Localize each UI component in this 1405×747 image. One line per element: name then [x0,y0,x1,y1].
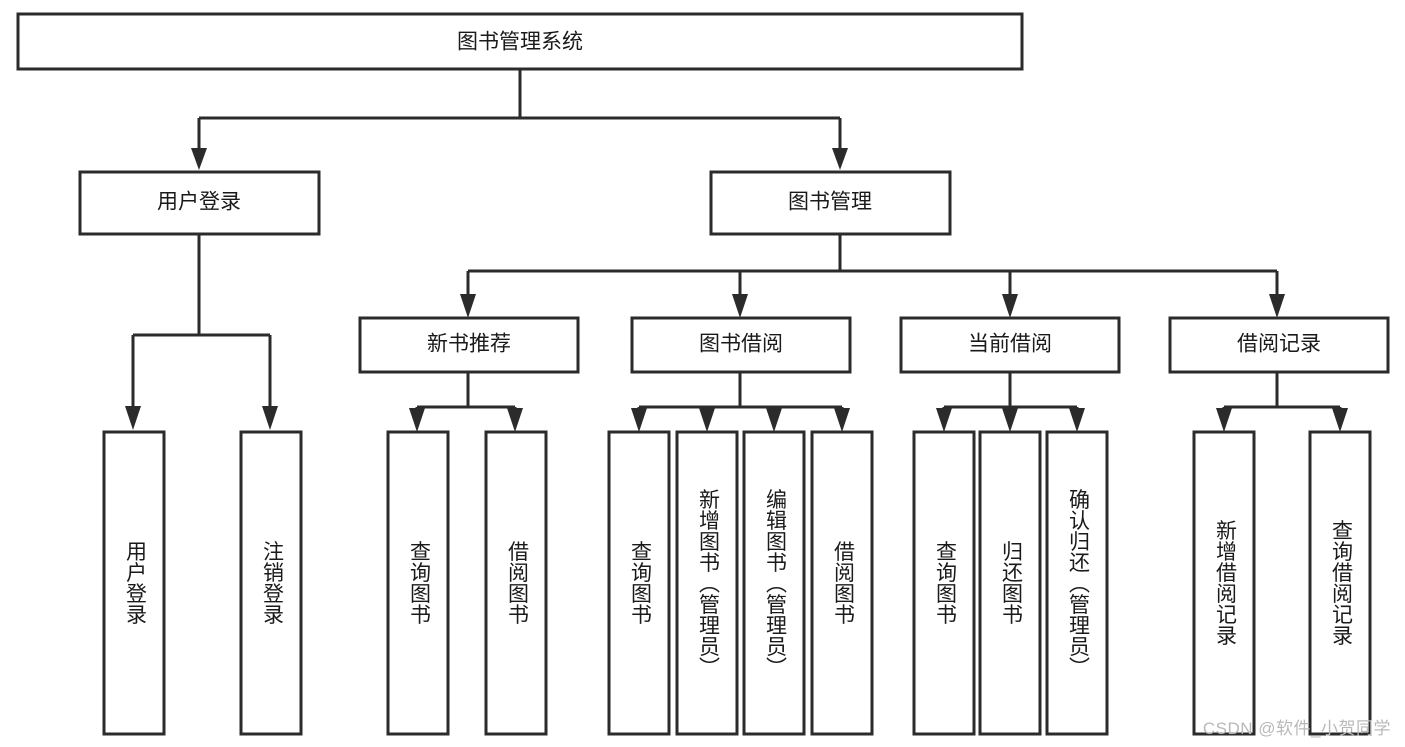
leaf-user-login-label: 用户登录 [123,541,147,625]
leaf-node[interactable]: 查询图书 [912,430,976,736]
leaf-add-book-label: 新增图书（管理员） [696,489,720,678]
arrow-new-book-leaf-1 [409,408,425,432]
leaf-query-book-3-box[interactable] [912,430,976,736]
user-login-label: 用户登录 [157,191,241,214]
user-login-box[interactable] [78,170,321,236]
leaf-borrow-book-1-label: 借阅图书 [505,541,529,625]
new-book-recommend-box[interactable] [358,316,580,374]
arrow-to-new-book [460,294,476,318]
node-book-manage[interactable]: 图书管理 [709,170,952,236]
root-label: 图书管理系统 [457,31,583,54]
leaf-query-book-1-label: 查询图书 [407,541,431,625]
leaf-node[interactable]: 查询借阅记录 [1308,430,1372,736]
leaf-logout-login-box[interactable] [239,430,303,736]
arrow-user-login-leaf-1 [125,406,141,430]
leaf-query-record-box[interactable] [1308,430,1372,736]
borrow-record-label: 借阅记录 [1237,333,1321,356]
arrow-user-login-leaf-2 [262,406,278,430]
leaf-query-book-2-box[interactable] [607,430,671,736]
leaf-add-record-label: 新增借阅记录 [1213,520,1237,646]
leaf-return-book-label: 归还图书 [999,541,1023,625]
leaf-borrow-book-2-label: 借阅图书 [831,541,855,625]
leaf-node[interactable]: 编辑图书（管理员） [742,430,806,736]
leaf-return-book-box[interactable] [978,430,1042,736]
leaf-node[interactable]: 查询图书 [386,430,450,736]
leaf-add-record-box[interactable] [1192,430,1256,736]
arrow-book-borrow-leaf-4 [834,408,850,432]
borrow-record-box[interactable] [1168,316,1390,374]
leaf-borrow-book-1-box[interactable] [484,430,548,736]
leaf-node[interactable]: 借阅图书 [484,430,548,736]
node-current-borrow[interactable]: 当前借阅 [899,316,1121,374]
book-borrow-label: 图书借阅 [699,333,783,356]
leaf-node[interactable]: 借阅图书 [810,430,874,736]
node-root[interactable]: 图书管理系统 [16,12,1024,71]
arrow-current-borrow-leaf-3 [1069,408,1085,432]
leaf-edit-book-box[interactable] [742,430,806,736]
arrow-current-borrow-leaf-1 [936,408,952,432]
leaf-node[interactable]: 用户登录 [102,430,166,736]
leaf-user-login-box[interactable] [102,430,166,736]
leaf-query-book-1-box[interactable] [386,430,450,736]
arrow-new-book-leaf-2 [507,408,523,432]
leaf-node[interactable]: 归还图书 [978,430,1042,736]
node-user-login[interactable]: 用户登录 [78,170,321,236]
leaf-logout-login-label: 注销登录 [260,541,284,625]
connector-layer [125,69,1348,432]
book-borrow-box[interactable] [630,316,852,374]
arrow-book-borrow-leaf-2 [699,408,715,432]
csdn-watermark: CSDN @软件_小贺同学 [1202,719,1391,738]
arrow-to-book-borrow [732,294,748,318]
current-borrow-box[interactable] [899,316,1121,374]
leaf-edit-book-label: 编辑图书（管理员） [763,489,787,678]
leaf-query-book-3-label: 查询图书 [933,541,957,625]
root-box[interactable] [16,12,1024,71]
leaf-query-book-2-label: 查询图书 [628,541,652,625]
node-new-book-recommend[interactable]: 新书推荐 [358,316,580,374]
arrow-borrow-record-leaf-2 [1332,408,1348,432]
leaf-query-record-label: 查询借阅记录 [1329,520,1353,646]
leaf-node[interactable]: 注销登录 [239,430,303,736]
arrow-current-borrow-leaf-2 [1002,408,1018,432]
arrow-to-user-login [191,148,207,170]
arrow-book-borrow-leaf-3 [766,408,782,432]
leaf-node[interactable]: 确认归还（管理员） [1045,430,1109,736]
arrow-book-borrow-leaf-1 [631,408,647,432]
arrow-to-book-manage [832,148,848,170]
leaf-confirm-return-box[interactable] [1045,430,1109,736]
node-book-borrow[interactable]: 图书借阅 [630,316,852,374]
leaf-add-book-box[interactable] [675,430,739,736]
arrow-to-current-borrow [1002,294,1018,318]
leaf-confirm-return-label: 确认归还（管理员） [1066,489,1090,678]
arrow-borrow-record-leaf-1 [1216,408,1232,432]
node-borrow-record[interactable]: 借阅记录 [1168,316,1390,374]
leaf-node[interactable]: 查询图书 [607,430,671,736]
leaf-node[interactable]: 新增图书（管理员） [675,430,739,736]
leaf-borrow-book-2-box[interactable] [810,430,874,736]
leaf-node[interactable]: 新增借阅记录 [1192,430,1256,736]
book-manage-label: 图书管理 [788,191,872,214]
arrow-to-borrow-record [1269,294,1285,318]
new-book-recommend-label: 新书推荐 [427,333,511,356]
current-borrow-label: 当前借阅 [968,333,1052,356]
book-manage-box[interactable] [709,170,952,236]
